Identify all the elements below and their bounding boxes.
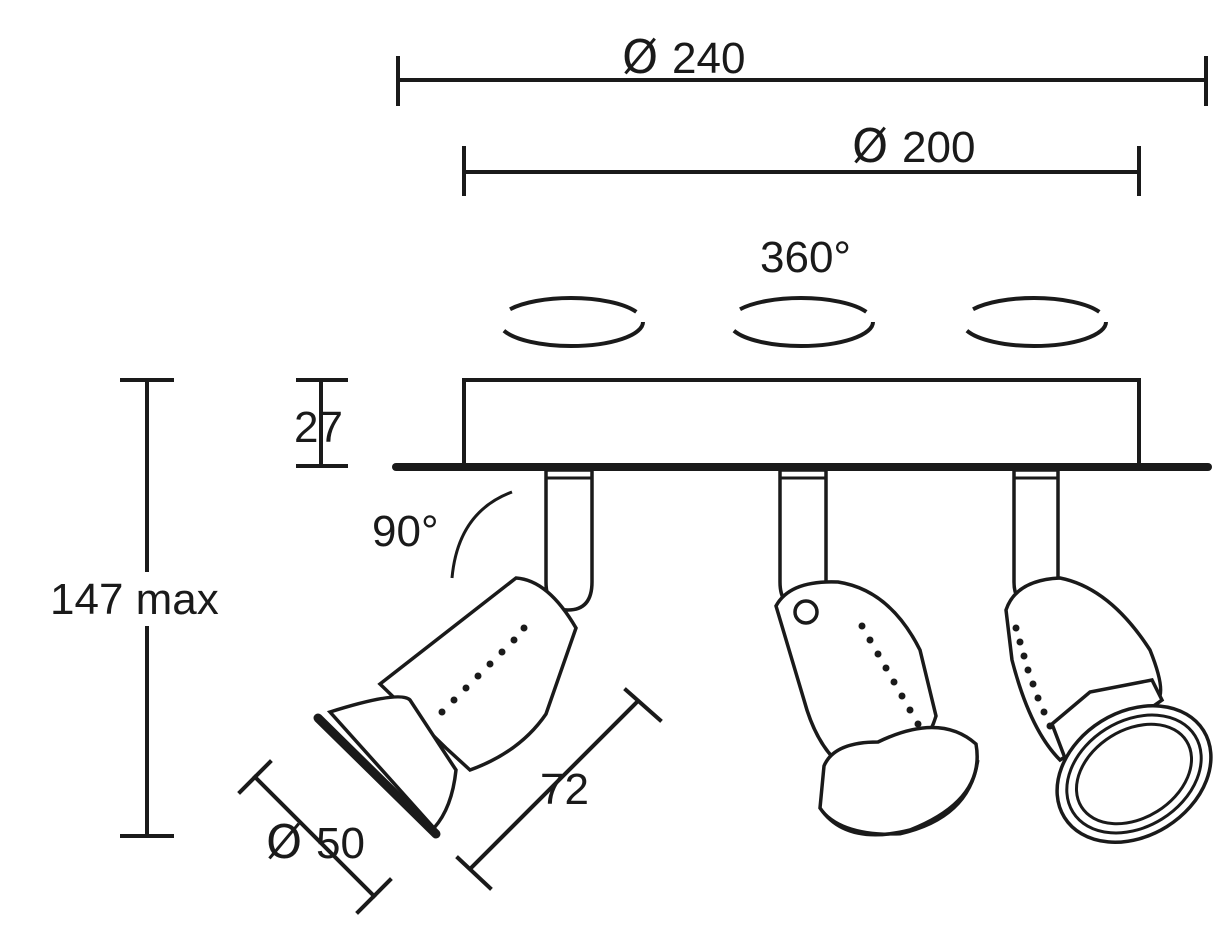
lamp-length-dimension: 72 [455, 687, 663, 891]
lamp-diameter-value: 50 [316, 819, 365, 868]
spotlight-middle [774, 468, 980, 837]
lamp-diameter-dimension: Ø 50 [237, 759, 393, 915]
base-height-value: 27 [294, 403, 343, 452]
lamp-length-value: 72 [540, 765, 589, 814]
overall-width-dimension: Ø 240 [396, 30, 1208, 106]
spotlight-left [313, 468, 594, 839]
base-width-diameter-symbol: Ø [852, 119, 888, 173]
lamp-diameter-symbol: Ø [266, 815, 302, 869]
overall-width-diameter-symbol: Ø [622, 30, 658, 84]
left-lamp-vents [438, 624, 528, 716]
mounting-base [392, 378, 1212, 471]
tilt-indicator: 90° [372, 490, 513, 579]
spotlight-right [1004, 468, 1213, 844]
middle-lamp-vents [858, 622, 922, 728]
base-height-dimension: 27 [294, 378, 348, 468]
rotation-indicator: 360° [497, 233, 1108, 348]
rotation-label: 360° [760, 233, 851, 282]
total-height-value: 147 max [50, 575, 219, 624]
tilt-label: 90° [372, 507, 439, 556]
right-lamp-vents [1012, 624, 1054, 730]
overall-width-value: 240 [672, 34, 745, 83]
total-height-dimension: 147 max [50, 378, 219, 838]
base-width-dimension: Ø 200 [462, 119, 1141, 196]
base-width-value: 200 [902, 123, 975, 172]
